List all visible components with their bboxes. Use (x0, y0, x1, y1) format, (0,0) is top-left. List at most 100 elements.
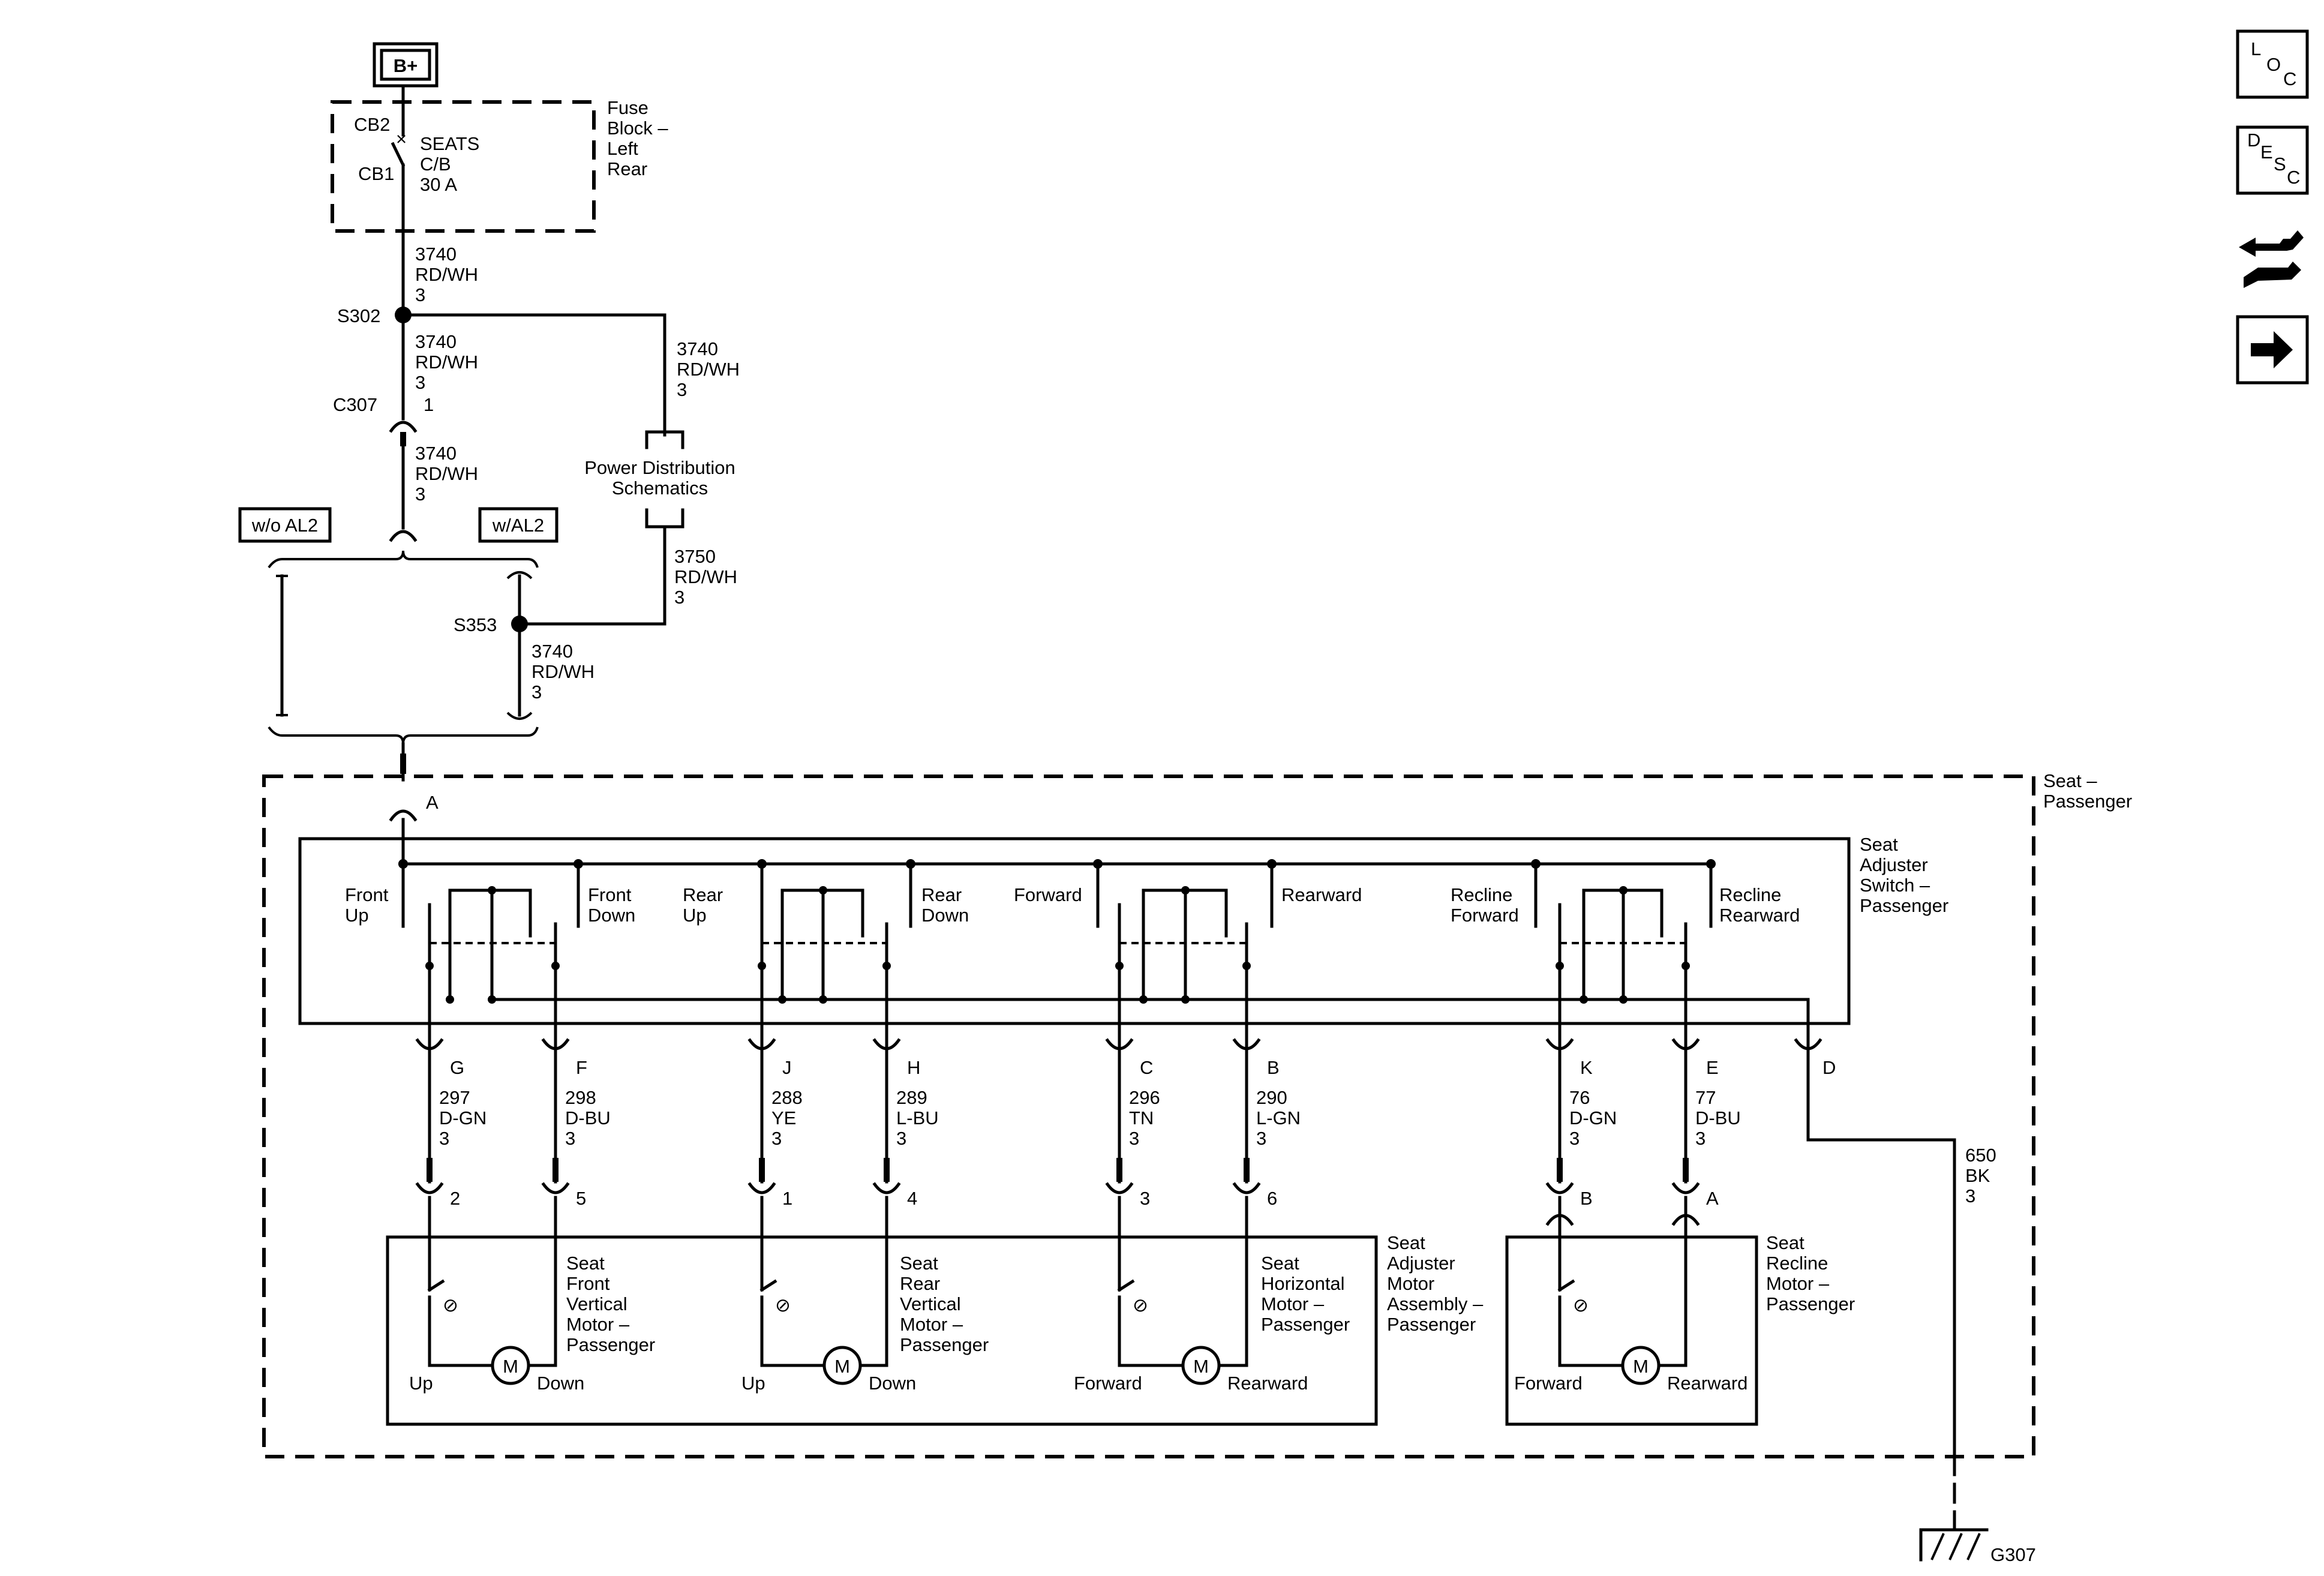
label-rear-up-2: Up (683, 905, 707, 926)
recline-motor-1: Seat (1766, 1232, 1804, 1253)
circuit-text: C (1140, 1057, 1153, 1078)
switch-group-horizontal (1093, 859, 1277, 1028)
recline-motor-4: Passenger (1766, 1293, 1855, 1314)
label-recline-forward-2: Forward (1451, 905, 1519, 926)
fuse-device-line2: C/B (420, 154, 451, 175)
wire5-color: RD/WH (674, 566, 737, 587)
label-front-up-2: Up (345, 905, 369, 926)
splice-s302-label: S302 (337, 305, 380, 326)
circuit-text: 3 (771, 1128, 782, 1149)
splice-s353-label: S353 (454, 614, 497, 635)
motor-right-label: Down (869, 1373, 916, 1394)
desc-d[interactable]: D (2247, 130, 2260, 151)
motor-symbol: M (503, 1356, 518, 1377)
label-rear-down-1: Rear (921, 884, 962, 905)
motor-left-label: Up (741, 1373, 765, 1394)
connector-c307-label: C307 (333, 394, 377, 415)
option-tag-with-al2: w/AL2 (478, 507, 559, 543)
circuit-text: B (1267, 1057, 1280, 1078)
wire3-size: 3 (677, 379, 687, 400)
connector-a-label: A (426, 792, 439, 813)
horiz-motor-3: Motor – (1261, 1293, 1325, 1314)
front-motor-2: Front (566, 1273, 610, 1294)
loc-l[interactable]: L (2251, 38, 2261, 59)
horiz-motor-1: Seat (1261, 1253, 1299, 1274)
ground-wire-num: 650 (1965, 1145, 1996, 1166)
cb1-label: CB1 (358, 163, 394, 184)
circuit-text: 3 (565, 1128, 575, 1149)
power-distribution-line1[interactable]: Power Distribution (584, 457, 735, 478)
motor-right-label: Rearward (1667, 1373, 1747, 1394)
wire1-num: 3740 (415, 244, 457, 265)
breaker-x-icon: × (396, 128, 407, 149)
next-arrow-icon[interactable] (2236, 315, 2309, 385)
motor-assembly-5: Passenger (1387, 1314, 1476, 1335)
label-rearward: Rearward (1281, 884, 1362, 905)
circuit-text: 297 (439, 1087, 470, 1108)
label-front-down-1: Front (588, 884, 632, 905)
circuit-text: L-GN (1256, 1107, 1301, 1128)
label-rear-down-2: Down (921, 905, 969, 926)
circuit-text: 2 (450, 1188, 460, 1209)
battery-source: B+ (373, 42, 439, 88)
loc-button[interactable]: L O C (2236, 29, 2309, 99)
loc-c[interactable]: C (2283, 68, 2296, 89)
option-with-label: w/AL2 (492, 515, 544, 536)
connector-end-view-icon[interactable] (2239, 230, 2304, 288)
seat-passenger-module: Seat – Passenger (262, 770, 2132, 1458)
seat-recline-motor: Seat Recline Motor – Passenger (1505, 1232, 1855, 1426)
fuse-block-name-1: Fuse (607, 97, 648, 118)
connector-c307-pin: 1 (424, 394, 434, 415)
switch-group-recline (1531, 859, 1716, 1028)
circuit-text: 3 (1129, 1128, 1139, 1149)
power-distribution-line2[interactable]: Schematics (612, 478, 708, 499)
wire6-num: 3740 (532, 641, 573, 662)
switch-name-1: Seat (1860, 834, 1898, 855)
switch-name-2: Adjuster (1860, 854, 1928, 875)
fuse-block-name-3: Left (607, 138, 638, 159)
circuit-text: J (782, 1057, 792, 1078)
wire2-num: 3740 (415, 331, 457, 352)
rear-motor-1: Seat (900, 1253, 938, 1274)
seat-module-line1: Seat – (2043, 770, 2097, 791)
switch-group-rear (757, 859, 915, 1028)
loc-o[interactable]: O (2266, 54, 2281, 75)
rear-motor-2: Rear (900, 1273, 940, 1294)
circuit-text: 288 (771, 1087, 803, 1108)
desc-s[interactable]: S (2274, 154, 2286, 175)
motor-symbol: M (1633, 1356, 1649, 1377)
circuit-text: 3 (439, 1128, 449, 1149)
thermal-switch-icon: ⊘ (1573, 1295, 1589, 1316)
rear-motor-4: Motor – (900, 1314, 963, 1335)
circuit-text: K (1580, 1057, 1593, 1078)
power-distribution-reference[interactable]: Power Distribution Schematics (584, 430, 735, 529)
label-recline-forward-1: Recline (1451, 884, 1512, 905)
option-without-label: w/o AL2 (251, 515, 318, 536)
option-brackets (268, 550, 539, 745)
seat-adjuster-motor-assembly: Seat Adjuster Motor Assembly – Passenger (386, 1232, 1484, 1426)
horiz-motor-4: Passenger (1261, 1314, 1350, 1335)
battery-label: B+ (394, 55, 418, 76)
circuit-text: 5 (576, 1188, 586, 1209)
switch-name-3: Switch – (1860, 875, 1930, 896)
desc-c[interactable]: C (2287, 167, 2300, 188)
ground-g307-label: G307 (1990, 1544, 2036, 1565)
motor-right-label: Rearward (1227, 1373, 1308, 1394)
front-motor-4: Motor – (566, 1314, 630, 1335)
desc-button[interactable]: D E S C (2236, 125, 2309, 195)
wire1-size: 3 (415, 284, 425, 305)
wire3-color: RD/WH (677, 359, 740, 380)
circuit-text: 290 (1256, 1087, 1287, 1108)
circuit-text: TN (1129, 1107, 1154, 1128)
thermal-switch-icon: ⊘ (775, 1295, 791, 1316)
seat-module-line2: Passenger (2043, 791, 2132, 812)
desc-e[interactable]: E (2260, 142, 2273, 163)
rear-motor-5: Passenger (900, 1334, 989, 1355)
circuit-text: D-GN (439, 1107, 487, 1128)
switch-name-4: Passenger (1860, 895, 1948, 916)
